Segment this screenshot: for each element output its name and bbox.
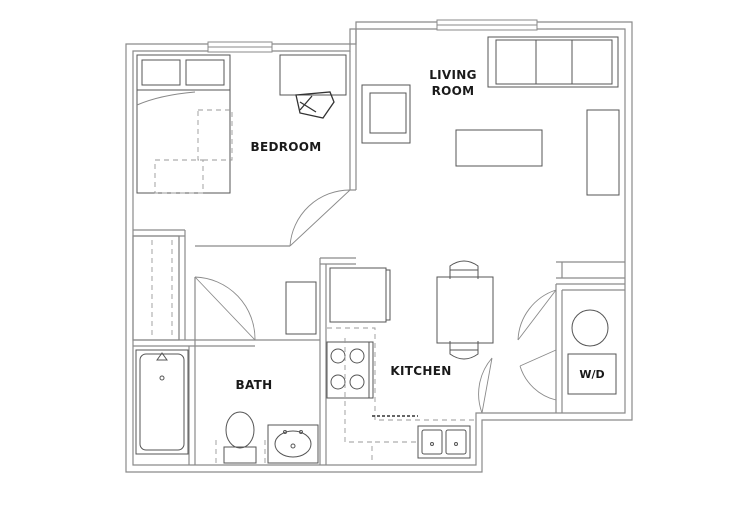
dining-chair-bottom bbox=[449, 341, 479, 360]
bath-door bbox=[194, 276, 256, 341]
desk-chair bbox=[295, 91, 335, 119]
bath-cabinet bbox=[285, 281, 317, 335]
kitchen-dashed bbox=[327, 327, 476, 462]
washer-dryer bbox=[567, 353, 617, 395]
stove bbox=[326, 341, 374, 399]
living-room-label-line2: ROOM bbox=[432, 84, 475, 98]
kitchen-label: KITCHEN bbox=[390, 364, 451, 378]
bathtub bbox=[135, 349, 189, 455]
laundry-door-lower bbox=[519, 349, 557, 401]
bath-sink bbox=[267, 424, 319, 464]
laundry bbox=[567, 309, 617, 395]
bath-fixtures bbox=[135, 281, 319, 464]
bedroom-dashed bbox=[154, 109, 233, 194]
windows bbox=[207, 19, 538, 53]
bed bbox=[136, 54, 231, 194]
living-room-label-line1: LIVING bbox=[429, 68, 477, 82]
bedroom-door bbox=[289, 189, 351, 247]
sofa bbox=[487, 36, 619, 88]
washer-dryer-label: W/D bbox=[579, 368, 604, 381]
tv-console bbox=[586, 109, 620, 196]
tub-faucet bbox=[156, 352, 168, 361]
dining-table bbox=[436, 276, 494, 344]
kitchen-fixtures bbox=[326, 267, 471, 459]
laundry-door-upper bbox=[517, 289, 557, 341]
dining-set bbox=[436, 260, 494, 360]
bedroom-label: BEDROOM bbox=[251, 140, 322, 154]
doors bbox=[194, 189, 557, 414]
entry-door bbox=[478, 357, 493, 414]
living-furniture bbox=[361, 36, 620, 196]
coffee-table bbox=[455, 129, 543, 167]
dining-chair-top bbox=[449, 260, 479, 279]
bedroom-furniture bbox=[136, 54, 347, 194]
bath-label: BATH bbox=[236, 378, 273, 392]
toilet bbox=[223, 411, 257, 464]
bath-dashed bbox=[215, 440, 266, 463]
pillow-left bbox=[141, 59, 181, 86]
closet-dashed bbox=[151, 240, 173, 336]
pillow-right bbox=[185, 59, 225, 86]
interior-walls bbox=[132, 29, 625, 465]
kitchen-sink bbox=[417, 425, 471, 459]
armchair bbox=[361, 84, 411, 144]
water-heater bbox=[571, 309, 609, 347]
desk bbox=[279, 54, 347, 96]
refrigerator bbox=[329, 267, 391, 323]
